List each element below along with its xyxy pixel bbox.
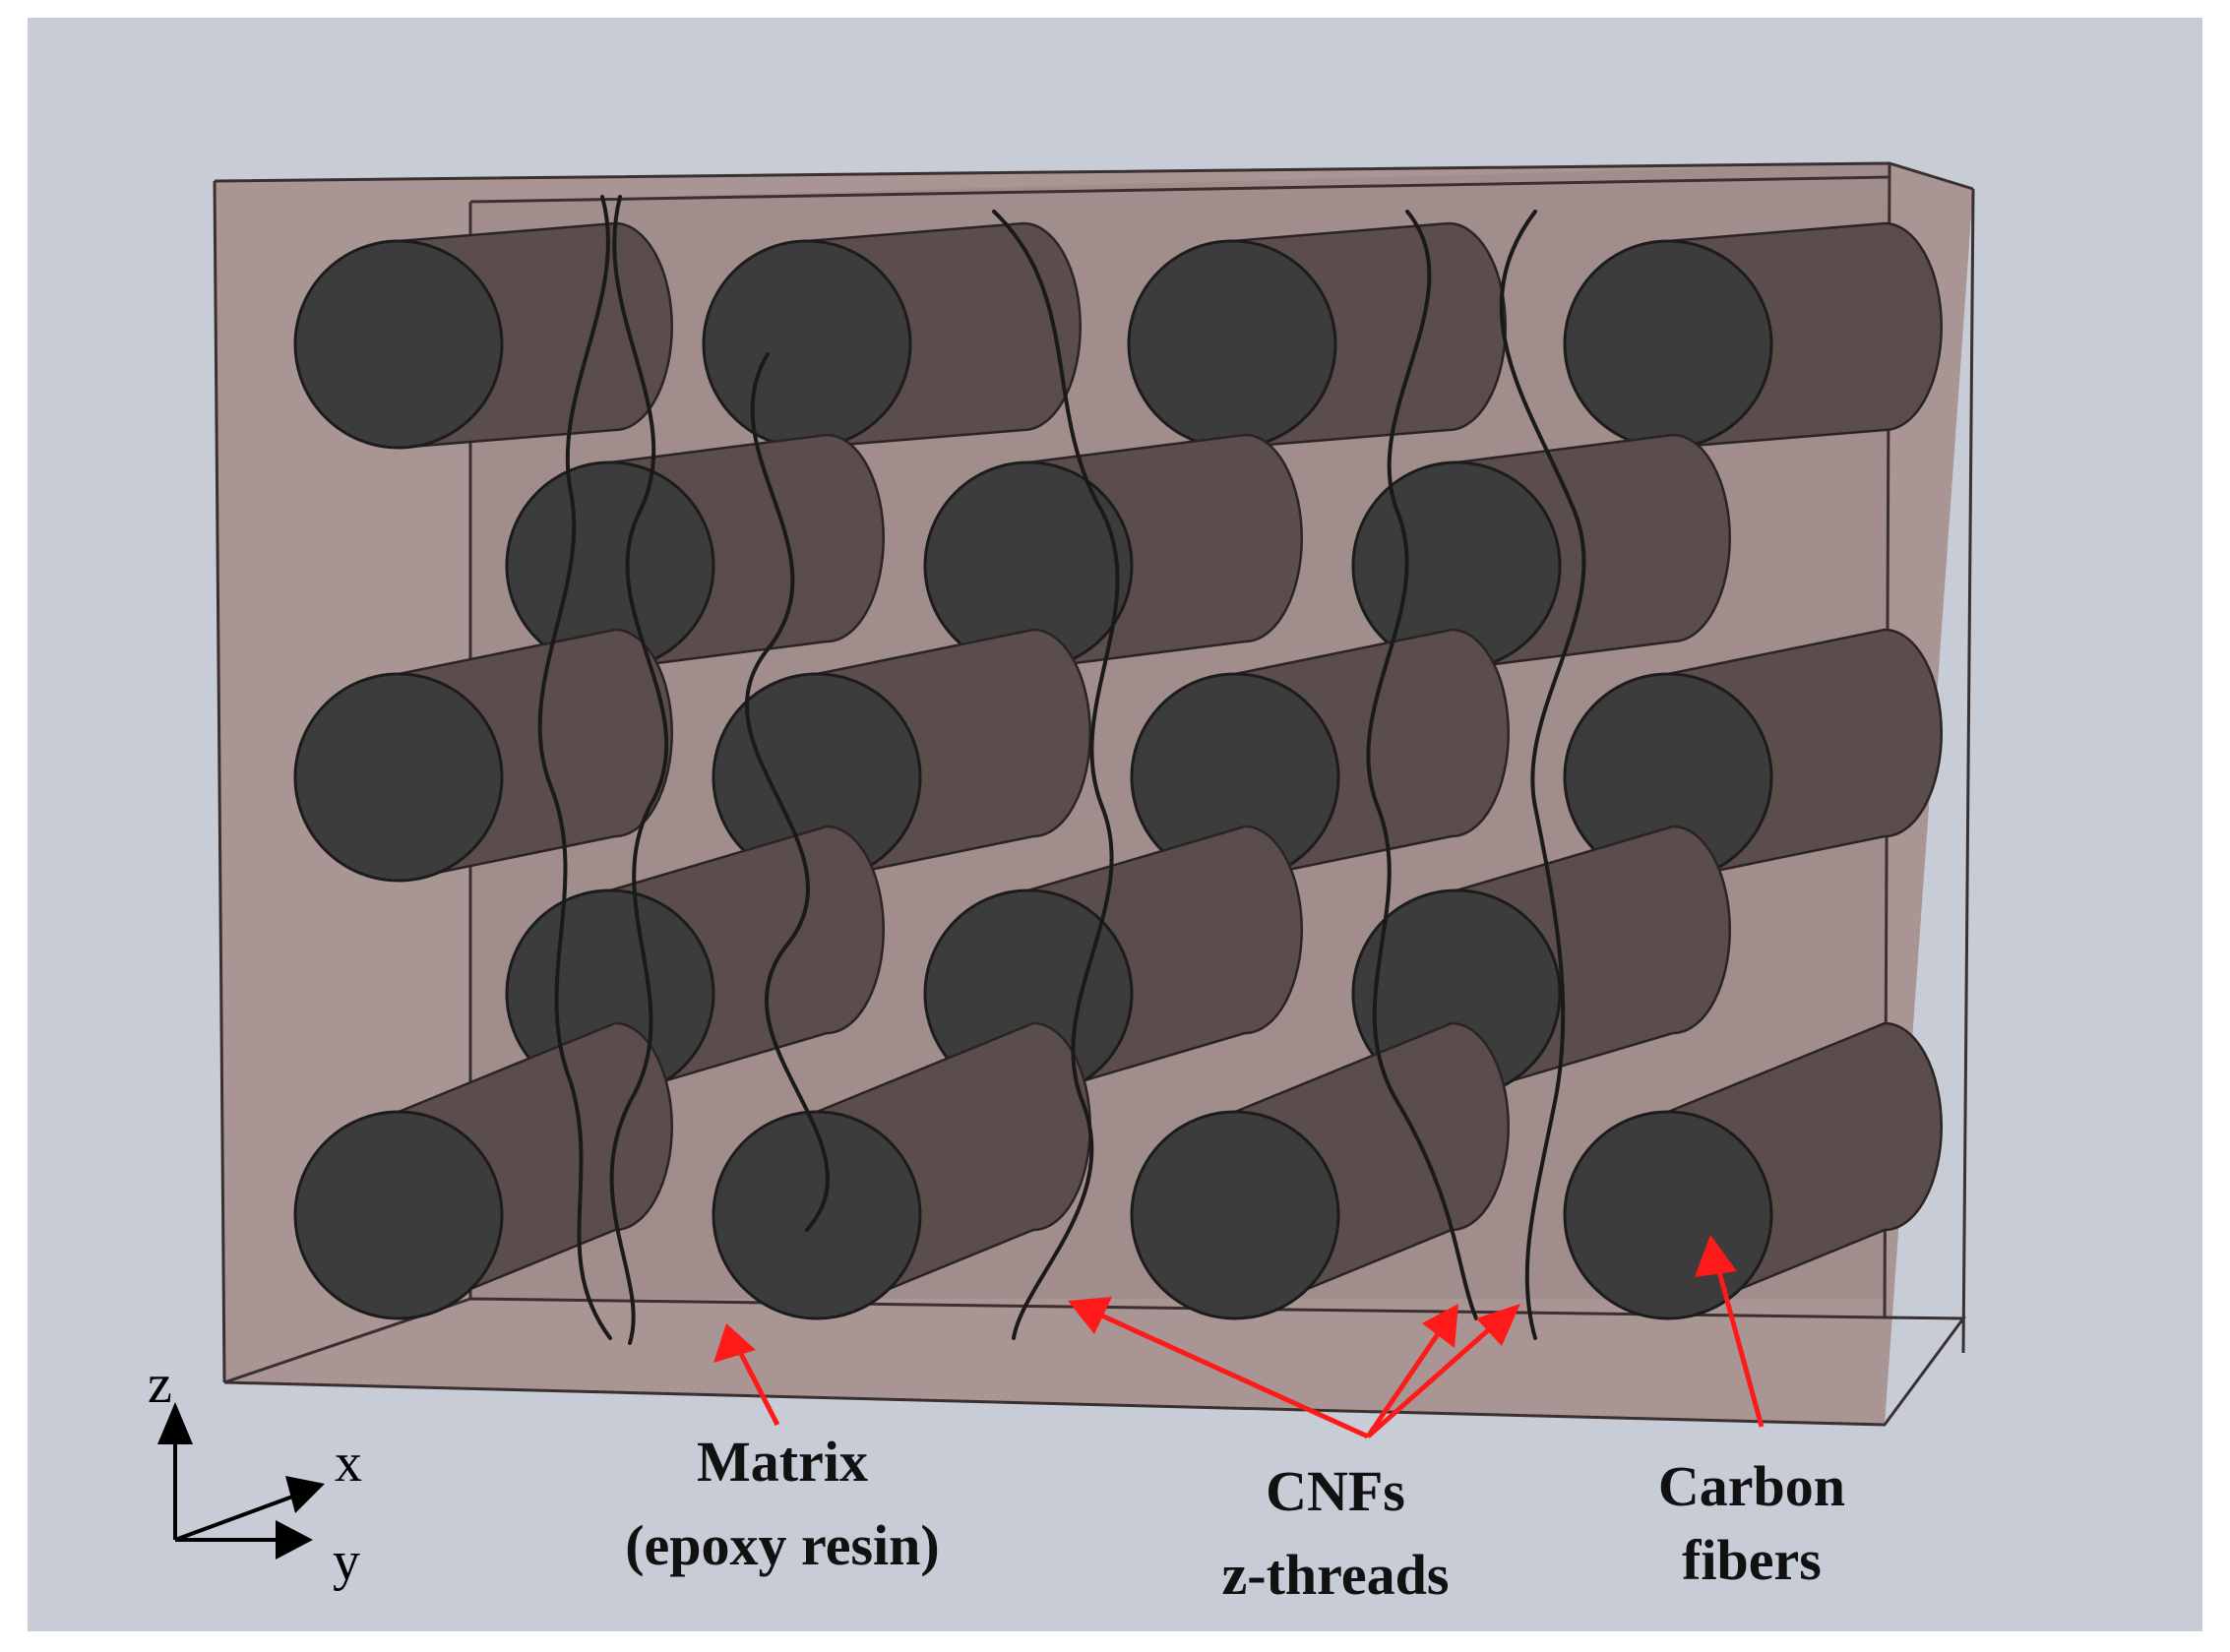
carbon-fiber-face [293, 1110, 504, 1320]
cnf-arrow-right-head [1476, 1304, 1520, 1346]
y-axis-head [276, 1520, 313, 1560]
cnf-arrow-right [1366, 1321, 1498, 1438]
cnf-label-line2: z-threads [1222, 1543, 1450, 1607]
cnf-arrow-middle [1365, 1326, 1445, 1438]
matrix-arrow [735, 1346, 780, 1427]
carbon-fiber-face [1563, 239, 1773, 450]
matrix-edge-right-front [1961, 188, 1975, 1354]
carbon-fiber-face [1127, 239, 1337, 450]
cnf-thread [609, 195, 669, 1345]
matrix-label-line1: Matrix [697, 1430, 868, 1494]
matrix-label-line2: (epoxy resin) [625, 1513, 940, 1577]
annotation-arrows [713, 1235, 1765, 1439]
cnf-arrow-middle-head [1422, 1304, 1458, 1348]
matrix-edge-bottom [223, 1297, 1966, 1427]
carbon-arrow-head [1695, 1235, 1737, 1277]
z-axis-label: z [148, 1354, 172, 1415]
axis-triad: z x y [148, 1354, 362, 1592]
carbon-fiber-face [1130, 1110, 1340, 1320]
x-axis-line [174, 1494, 296, 1542]
carbon-label-line2: fibers [1682, 1528, 1822, 1592]
cnf-thread [745, 352, 830, 1232]
carbon-fiber-face [293, 239, 504, 450]
cnf-thread [1366, 210, 1478, 1320]
cnf-thread [537, 195, 612, 1340]
matrix-edge-left [213, 180, 226, 1383]
carbon-fiber-face [702, 239, 912, 450]
x-axis-label: x [335, 1433, 362, 1494]
carbon-arrow [1714, 1263, 1765, 1428]
carbon-fiber-face [1563, 1110, 1773, 1320]
cnf-thread-group [537, 195, 1586, 1345]
cnf-label-line1: CNFs [1266, 1459, 1405, 1523]
y-axis-label: y [333, 1531, 360, 1592]
matrix-edge-inner-top [469, 175, 1890, 204]
carbon-fiber-face [293, 672, 504, 883]
cnf-thread [1499, 210, 1586, 1340]
matrix-arrow-head [713, 1323, 756, 1363]
x-axis-head [285, 1476, 325, 1513]
carbon-label-line1: Carbon [1658, 1454, 1845, 1518]
carbon-fiber-group [293, 221, 1943, 1320]
cnf-arrow-left [1095, 1311, 1370, 1439]
cnf-thread [992, 210, 1120, 1340]
cnf-arrow-left-head [1068, 1297, 1112, 1334]
z-axis-head [157, 1402, 193, 1444]
